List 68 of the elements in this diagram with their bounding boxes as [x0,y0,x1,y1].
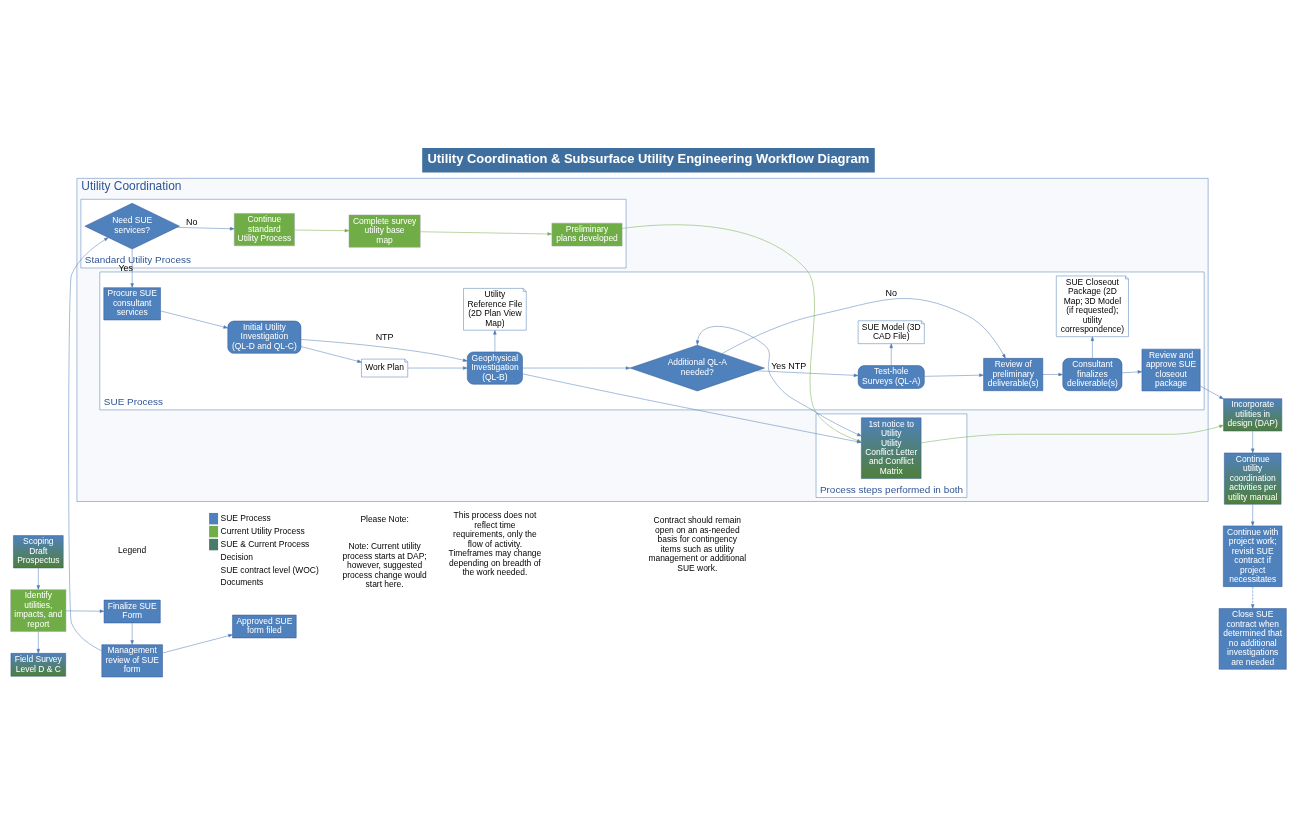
node-box: Identify utilities, impacts, and report [10,589,67,632]
diagram-title: Utility Coordination & Subsurface Utility Engineering Workflow Diagram [427,151,870,167]
arrow [493,330,497,352]
arrow [1199,385,1224,400]
arrow [36,631,40,654]
arrow [920,424,1224,444]
edge-label: No [885,288,897,299]
arrow [65,609,105,613]
arrow [695,326,862,437]
node-box: Geophysical Investigation (QL-B) [467,351,523,385]
arrow [756,370,859,377]
node-box: Review of preliminary deliverable(s) [983,358,1044,391]
arrow [36,567,40,590]
legend-label: SUE contract level (WOC) [220,564,319,575]
legend-label: SUE & Current Process [220,538,310,549]
label: Note: Current utility process starts at DAP; however, suggested process change would start here. [342,541,427,590]
node-box: Approved SUE form filed [232,614,297,639]
node-diamond: Additional QL-A needed? [629,344,765,392]
node-box: Scoping Draft Prospectus [13,535,64,569]
node-box: Initial Utility Investigation (QL-D and QL-C) [227,320,302,354]
arrow [68,237,109,652]
label: Legend [118,545,147,556]
arrow [1121,370,1143,374]
arrow [721,298,1006,359]
arrow [407,366,468,370]
node-box: Procure SUE consultant services [103,287,161,321]
arrow [130,248,134,288]
node-box: Finalize SUE Form [103,599,161,624]
node-diamond: Need SUE services? [84,203,180,250]
node-box: Field Survey Level D & C [10,653,66,677]
node-box: Continue utility coordination activities per utility manual [1224,452,1282,505]
legend-label: Decision [220,551,253,562]
node-box: Incorporate utilities in design (DAP) [1223,398,1283,432]
arrow [176,227,235,231]
arrow [300,339,468,362]
node-box: Preliminary plans developed [551,222,623,247]
arrow [420,231,552,236]
arrow [924,373,984,377]
node-box: Review and approve SUE closeout package [1141,348,1201,392]
edge-label: NTP [375,331,394,342]
node-box: Management review of SUE form [101,644,163,678]
label: This process does not reflect time requirements, only the flow of activity. Timeframes may change depending on breadth of the work needed. [448,510,542,578]
label: Please Note: [360,514,409,525]
node-box: Complete survey utility base map [348,214,421,248]
node-box: Close SUE contract when determined that no additional investigations are needed [1218,608,1287,670]
arrow [162,634,233,654]
node-box: Continue with project work; revisit SUE contract if project necessitates [1223,525,1283,587]
node-box: Test-hole Surveys (QL-A) [857,365,925,389]
arrow [1251,504,1255,526]
legend-label: SUE Process [220,512,271,523]
arrow [1090,336,1095,359]
arrow [130,622,134,645]
arrow [294,229,350,233]
node-box: Consultant finalizes deliverable(s) [1062,358,1123,391]
node-box: 1st notice to Utility Utility Conflict Letter and Conflict Matrix [861,417,922,479]
label: Contract should remain open on an as-needed basis for contingency items such as utility management or additional SUE work. [648,515,747,573]
arrow [889,343,893,366]
arrow [522,366,631,370]
arrow [160,310,228,329]
legend-label: Documents [220,577,264,588]
legend-label: Current Utility Process [220,525,305,536]
edge-label: Yes NTP [771,360,807,371]
arrow [1251,430,1255,454]
arrow [1042,372,1063,377]
arrow [300,346,362,363]
node-box: Continue standard Utility Process [234,213,295,247]
edge-label: No [185,216,198,227]
arrow [1251,586,1255,609]
